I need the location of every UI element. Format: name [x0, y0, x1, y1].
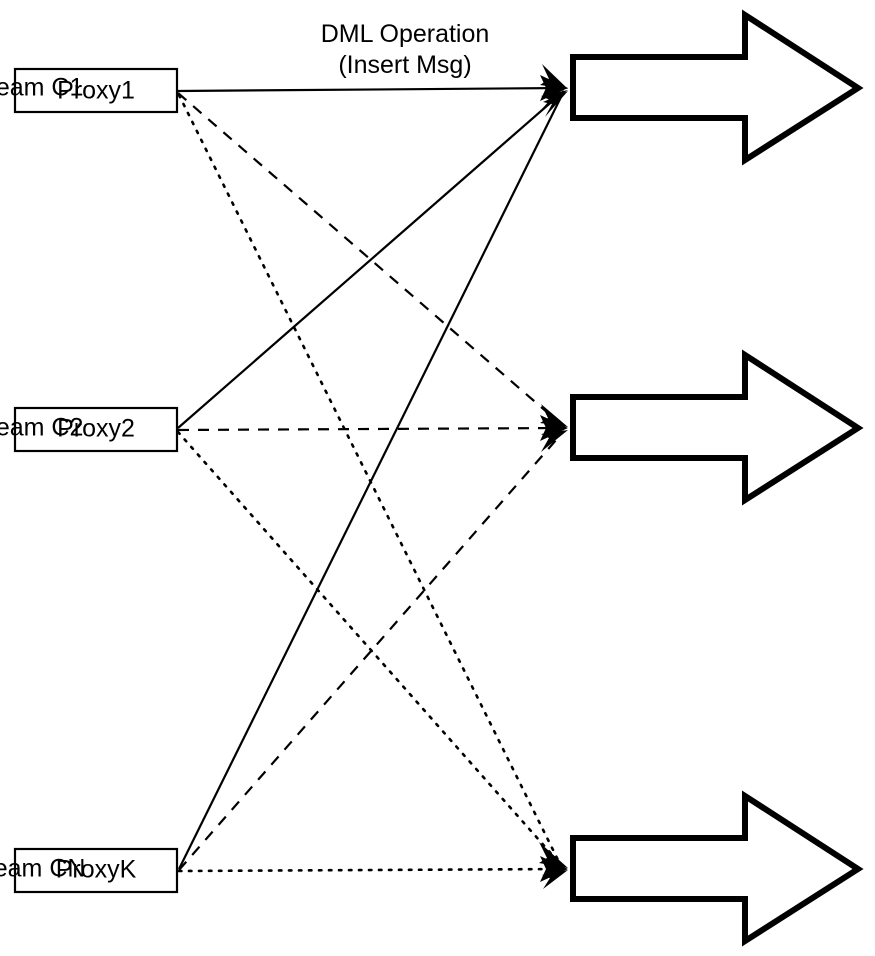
- annotation-line-1: DML Operation: [321, 20, 490, 48]
- arrowhead-icon: [539, 842, 568, 868]
- proxy-node-proxy2[interactable]: Proxy2: [13, 406, 179, 453]
- connection-proxy1-to-c1: [177, 86, 566, 93]
- arrowhead-icon: [540, 64, 568, 89]
- stream-layer: MsgStream C1 MsgStream C2 MsgStream CN: [0, 9, 864, 947]
- proxy-label: Proxy2: [57, 415, 135, 443]
- stream-node-c1[interactable]: MsgStream C1: [0, 9, 864, 166]
- stream-node-cn[interactable]: MsgStream CN: [0, 790, 864, 947]
- connection-proxy1-to-c2: [177, 92, 564, 427]
- proxy-box[interactable]: [13, 406, 179, 453]
- stream-label: MsgStream C2: [0, 414, 83, 442]
- connection-proxy2-to-c1: [177, 90, 565, 429]
- block-arrow-icon[interactable]: [570, 349, 864, 506]
- arrowhead-icon: [540, 404, 568, 427]
- arrowhead-cluster-c2: [540, 404, 568, 452]
- annotation-line-2: (Insert Msg): [338, 51, 471, 79]
- proxy-node-proxy1[interactable]: Proxy1: [13, 67, 179, 114]
- arrowhead-cluster-c1: [540, 64, 568, 117]
- stream-label: MsgStream CN: [0, 855, 85, 883]
- arrowhead-icon: [543, 91, 568, 117]
- arrowhead-cluster-cn: [539, 842, 568, 889]
- stream-label: MsgStream C1: [0, 74, 83, 102]
- proxy-layer: Proxy1 Proxy2 ProxyK: [13, 67, 179, 894]
- arrowhead-layer: [539, 64, 568, 889]
- proxy-node-proxyk[interactable]: ProxyK: [13, 847, 179, 894]
- connection-proxyk-to-c2: [178, 430, 565, 871]
- connection-proxy1-to-cn: [177, 93, 563, 868]
- proxy-box[interactable]: [13, 847, 179, 894]
- arrowhead-icon: [542, 870, 568, 889]
- connection-proxy2-to-cn: [176, 430, 564, 868]
- block-arrow-icon[interactable]: [570, 790, 864, 947]
- connection-proxyk-to-cn: [177, 867, 567, 873]
- stream-node-c2[interactable]: MsgStream C2: [0, 349, 864, 506]
- arrowhead-icon: [541, 430, 568, 452]
- block-arrow-icon[interactable]: [570, 9, 864, 166]
- proxy-label: ProxyK: [56, 856, 137, 884]
- edge-annotation-dml: DML Operation (Insert Msg): [321, 20, 490, 79]
- proxy-label: Proxy1: [57, 77, 135, 105]
- connection-proxyk-to-c1: [178, 92, 564, 870]
- connection-layer: [176, 86, 567, 873]
- proxy-box[interactable]: [13, 67, 179, 114]
- connection-proxy2-to-c2: [177, 426, 566, 432]
